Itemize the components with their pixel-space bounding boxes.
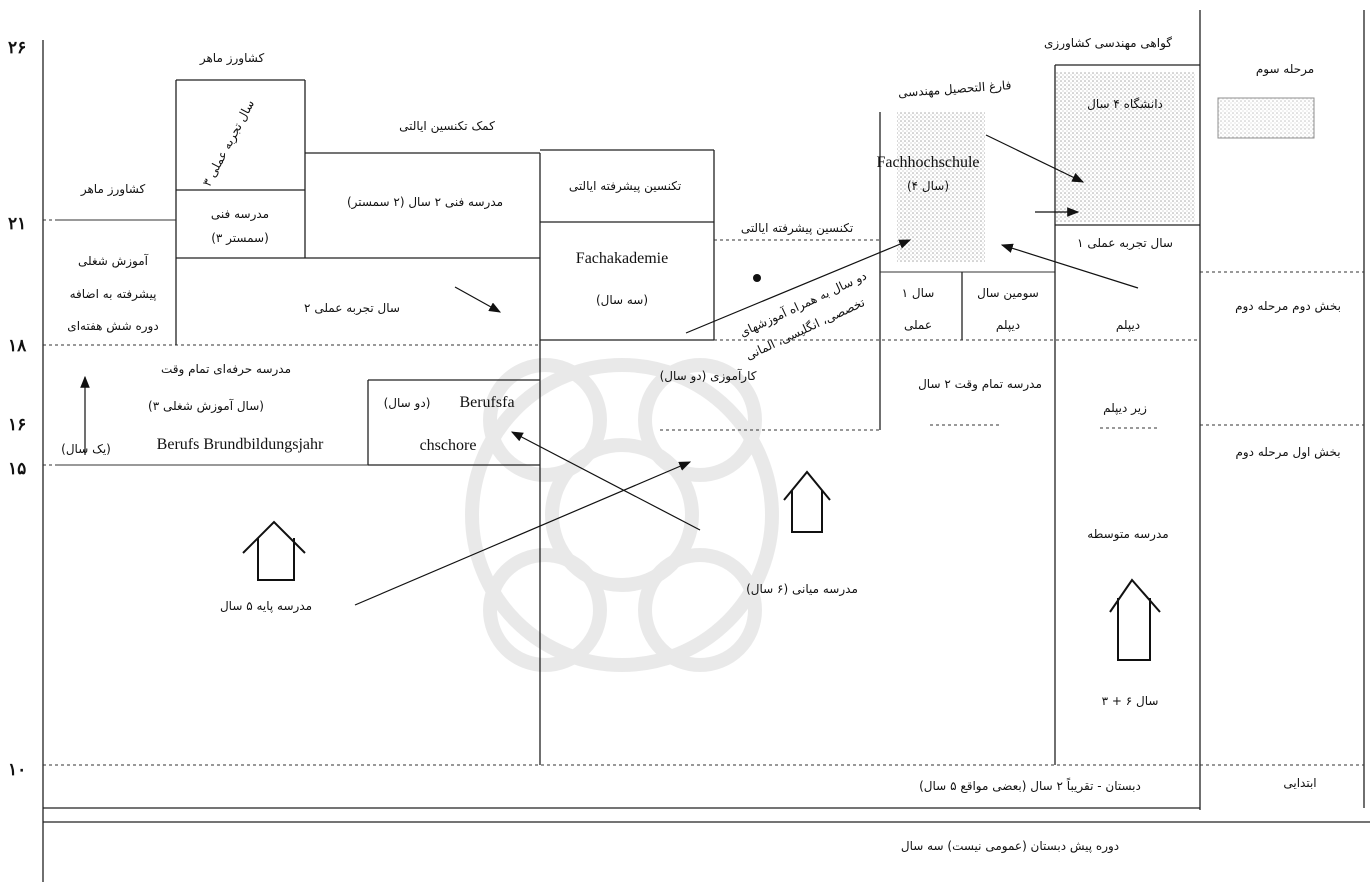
job-training-line2: پیشرفته به اضافه [70, 287, 157, 302]
stage-primary-label: ابتدایی [1283, 776, 1316, 790]
legend-box [1217, 97, 1315, 139]
middle-school-6-label: مدرسه میانی (۶ سال) [746, 582, 858, 597]
sub-diploma-label: زیر دیپلم [1103, 401, 1147, 416]
three-plus-six-label: ۳ + ۶ سال [1102, 694, 1159, 708]
age-label: ۱۵ [8, 459, 26, 478]
house-icon [783, 470, 831, 533]
age-label: ۱۰ [8, 760, 26, 779]
asst-agri-ext-label: کمک تکنسین ایالتی [399, 119, 495, 134]
age-label: ۲۱ [8, 214, 26, 233]
job-training-line1: آموزش شغلی [78, 253, 149, 269]
advanced-tech-label: تکنسین پیشرفته ایالتی [569, 179, 681, 194]
three-years-label: (سه سال) [596, 293, 648, 307]
shaded-university [1055, 72, 1195, 222]
one-yr-experience-label: ۱ سال تجربه عملی [1077, 236, 1173, 251]
primary-line-label: دبستان - تقریباً ۲ سال (بعضی مواقع ۵ سال… [919, 777, 1141, 794]
age-label: ۲۶ [8, 38, 26, 57]
berufsfachschule-line2: chschore [420, 437, 477, 454]
preprimary-line-label: دوره پیش دبستان (عمومی نیست) سه سال [901, 839, 1119, 854]
fachhochschule-label: Fachhochschule [876, 154, 979, 171]
one-year-paren-label: (یک سال) [61, 442, 111, 456]
one-year-label: ۱ سال [902, 286, 935, 300]
agri-eng-certificate-label: گواهی مهندسی کشاورزی [1044, 36, 1172, 51]
master-farmer-left-label: کشاورز ماهر [80, 182, 146, 197]
watermark [465, 358, 779, 672]
stage-third-label: مرحله سوم [1256, 62, 1314, 77]
tech-school-semester-label: (۳ سمستر) [211, 231, 269, 246]
tech-school-label: مدرسه فنی [211, 207, 269, 222]
house-icon [242, 520, 306, 581]
university-4yr-label: دانشگاه ۴ سال [1087, 97, 1163, 111]
berufsgrundbildungsjahr-label: Berufs Brundbildungsjahr [157, 436, 324, 453]
two-yr-experience-label: ۲ سال تجربه عملی [304, 301, 400, 316]
advanced-tech-state-label: تکنسین پیشرفته ایالتی [741, 221, 853, 236]
fulltime-vocational-label: مدرسه حرفه‌ای تمام وقت [161, 362, 291, 377]
house-icon [1109, 578, 1161, 661]
diploma-a-label: دیپلم [996, 318, 1020, 332]
fulltime-2yr-label: مدرسه تمام وقت ۲ سال [918, 377, 1042, 392]
berufsfachschule-line1: Berufsfa [459, 394, 514, 411]
third-year-label: سومین سال [977, 286, 1039, 301]
master-farmer-top-label: کشاورز ماهر [199, 51, 265, 66]
stage-part1-label: بخش اول مرحله دوم [1235, 445, 1340, 460]
age-label: ۱۶ [8, 415, 26, 434]
basic-school-5-label: مدرسه پایه ۵ سال [220, 599, 312, 614]
diploma-b-label: دیپلم [1116, 318, 1140, 332]
two-years-paren-label: (دو سال) [384, 396, 431, 411]
secondary-school-label: مدرسه متوسطه [1087, 527, 1168, 542]
three-yr-jobtraining-label: (۳ سال آموزش شغلی) [148, 398, 264, 414]
shaded-fachhochschule [897, 112, 985, 262]
apprenticeship-label: کارآموزی (دو سال) [660, 368, 757, 384]
practical-label: عملی [904, 318, 932, 332]
job-training-line3: دوره شش هفته‌ای [67, 319, 158, 334]
applied-eng-grad-label: فارغ التحصیل مهندسی [898, 78, 1012, 101]
four-years-label: (۴ سال) [907, 179, 949, 193]
fachakademie-label: Fachakademie [576, 250, 668, 267]
stage-part2-label: بخش دوم مرحله دوم [1235, 299, 1341, 314]
work-experience-3yr-label: ۳ سال تجربه عملی [200, 98, 258, 190]
age-label: ۱۸ [8, 336, 27, 355]
tech-school-2yr-label: مدرسه فنی ۲ سال (۲ سمستر) [347, 195, 503, 210]
